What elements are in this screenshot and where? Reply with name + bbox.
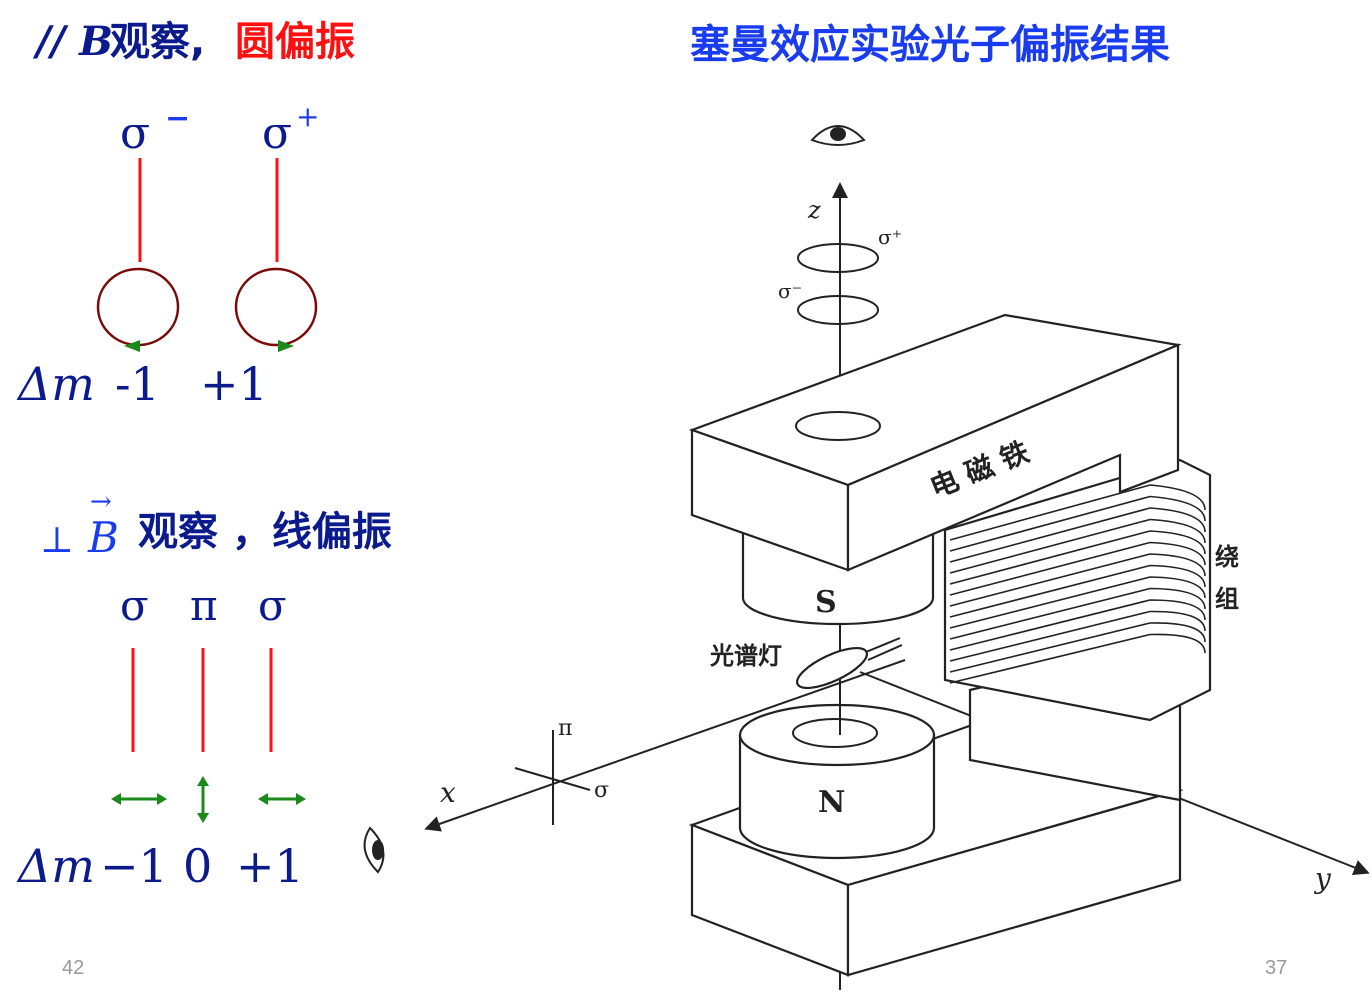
delta-m-value: +1 (236, 839, 304, 893)
coil-winding (949, 541, 1206, 596)
svg-text:N: N (818, 785, 845, 820)
delta-m-value: -1 (115, 357, 160, 411)
coil-winding (949, 507, 1206, 563)
sigma-minus-label: σ⁻ (778, 279, 802, 303)
svg-text:S: S (815, 585, 837, 620)
sigma-plus-sup: + (296, 100, 319, 133)
eye-icon (810, 125, 866, 146)
y-label: y (1313, 862, 1332, 895)
delta-m-value: 0 (183, 839, 212, 893)
circular-polarization-icon (234, 267, 318, 347)
coil-winding (949, 484, 1206, 541)
coil-winding (949, 495, 1206, 552)
counterclockwise-arrow-icon (124, 340, 140, 352)
north-pole: N (738, 703, 936, 860)
sigma-minus-sup: − (165, 101, 190, 136)
electromagnet-yoke: 电 磁 铁 (688, 313, 1182, 572)
svg-text:// B: // B (32, 18, 113, 65)
delta-m-label: Δm (16, 839, 95, 893)
pi-label: π (558, 716, 572, 741)
sigma-plus-label: σ⁺ (878, 225, 902, 249)
coil-winding (949, 599, 1206, 651)
component-label: π (190, 581, 218, 630)
spectral-lamp (796, 637, 903, 690)
parallel-heading: // B 观察, 圆偏振 (32, 18, 355, 65)
delta-m-value: +1 (200, 357, 268, 411)
winding-label: 组 (1215, 584, 1239, 613)
clockwise-arrow-icon (278, 340, 294, 352)
winding-label: 绕 (1215, 542, 1239, 571)
coil-winding (949, 633, 1206, 684)
component-label: σ (120, 581, 149, 630)
delta-m-value: −1 (100, 839, 168, 893)
sigma-minus-rotation-icon (797, 295, 879, 325)
eye-icon (363, 826, 385, 874)
x-axis (424, 659, 906, 832)
vector-arrow: → (90, 487, 112, 517)
sigma-label: σ (594, 778, 609, 803)
x-label: x (440, 776, 456, 809)
perpendicular-polarization-cross (514, 730, 591, 825)
perpendicular-symbol: ⊥ (40, 520, 74, 561)
svg-text:观察,: 观察, (110, 19, 205, 65)
coil-winding (949, 576, 1206, 629)
perpendicular-heading: 观察 ，线偏振 (138, 509, 392, 555)
coil-winding (949, 530, 1206, 585)
z-label: z (807, 196, 821, 224)
b-vector: B (87, 513, 119, 562)
coil-winding (949, 610, 1206, 662)
coil-winding (949, 622, 1206, 673)
page-number-right: 37 (1265, 957, 1287, 979)
svg-text:圆偏振: 圆偏振 (235, 19, 355, 65)
delta-m-label: Δm (16, 357, 95, 411)
component-label: σ (258, 581, 287, 630)
lamp-label: 光谱灯 (709, 641, 782, 670)
coil-winding (949, 553, 1206, 607)
coil-winding (949, 587, 1206, 640)
coil-winding (949, 564, 1206, 618)
page-number-left: 42 (62, 957, 84, 979)
linear-polarization-arrows (111, 776, 306, 823)
circular-polarization-icon (96, 267, 180, 347)
diagram-title: 塞曼效应实验光子偏振结果 (690, 22, 1170, 68)
coil-winding (949, 518, 1206, 574)
sigma-plus-rotation-icon (797, 243, 879, 273)
sigma-minus-label: σ (120, 108, 150, 159)
winding-coil (943, 458, 1212, 722)
sigma-plus-label: σ (262, 108, 292, 159)
